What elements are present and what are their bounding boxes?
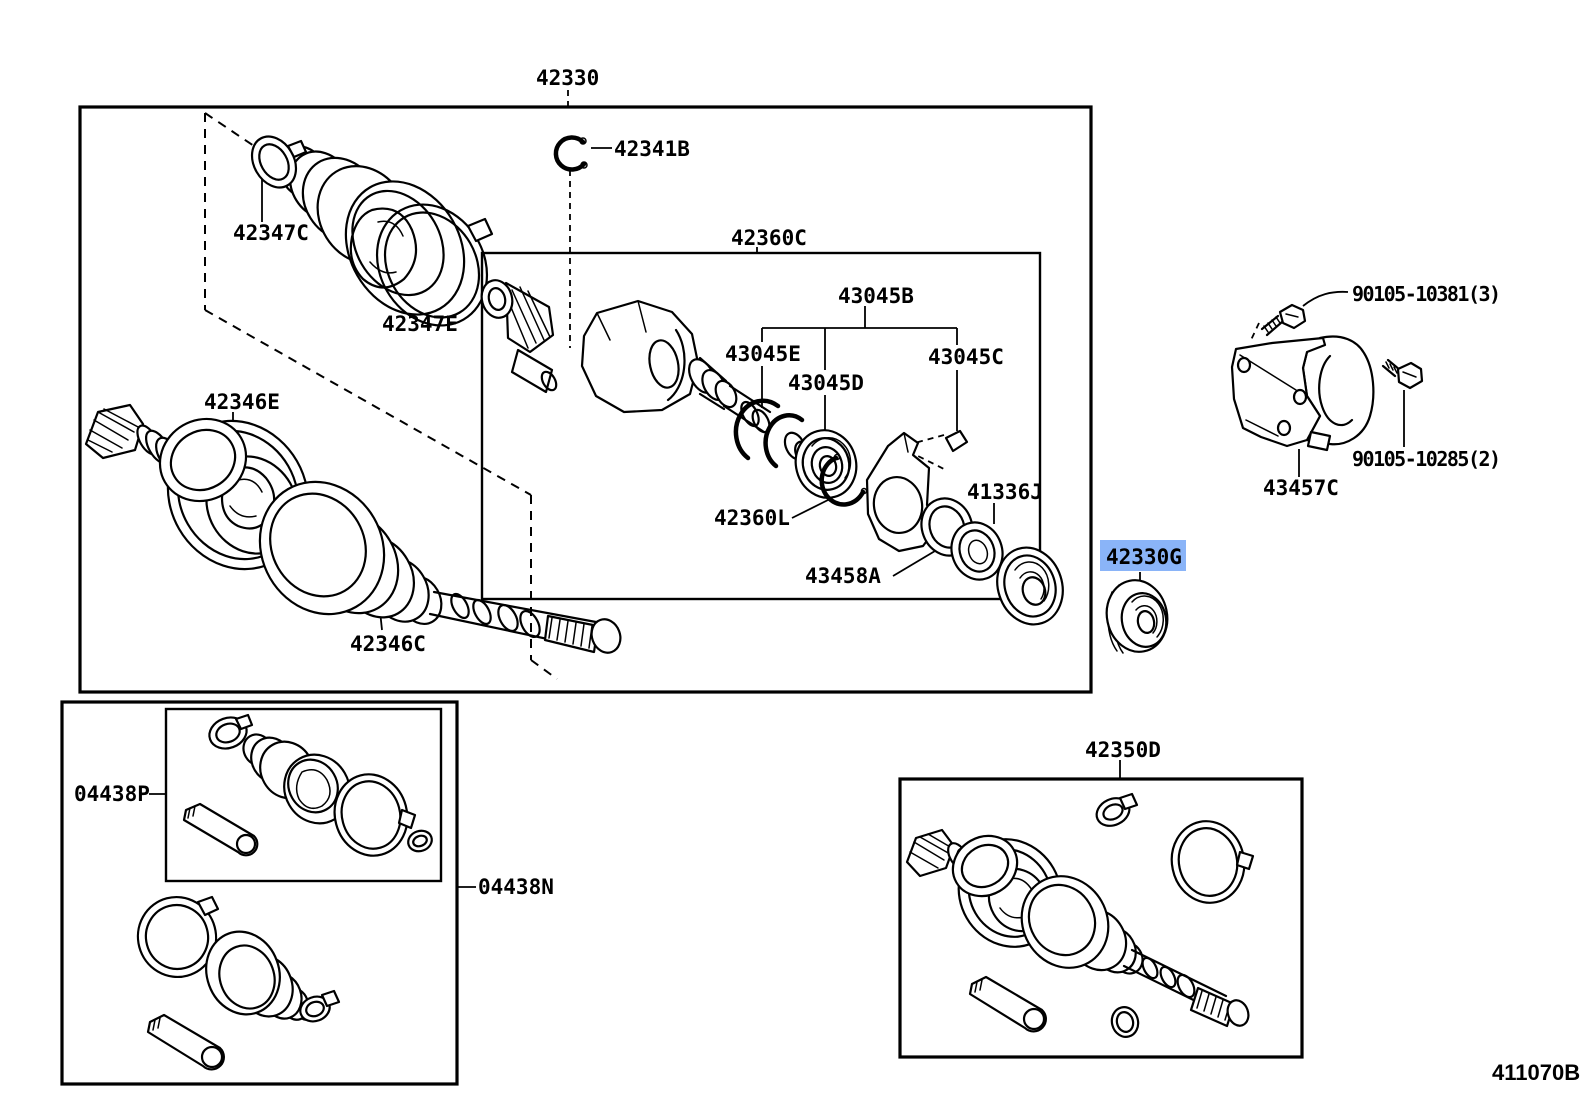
part-label-42347C[interactable]: 42347C [233, 221, 309, 245]
art-bolt-90105-10381 [1260, 303, 1307, 337]
leader-bracket-43045B [761, 306, 958, 432]
part-label-41336J[interactable]: 41336J [967, 480, 1043, 504]
leader-43458A [892, 550, 936, 577]
part-label-42330G-highlighted[interactable]: 42330G [1100, 540, 1186, 571]
art-clip-43045C [944, 429, 969, 453]
part-label-42360L[interactable]: 42360L [714, 506, 790, 530]
dashed-bolt-leader [1250, 322, 1260, 341]
dashed-bottom-diagonal [204, 309, 532, 496]
leader-90105-10381 [1302, 290, 1349, 307]
art-driveshaft-42346 [84, 403, 622, 654]
assembly-box-42330 [78, 105, 1093, 694]
part-label-43045D[interactable]: 43045D [788, 371, 864, 395]
highlight-42330G [1100, 540, 1186, 571]
part-label-42350D[interactable]: 42350D [1085, 738, 1161, 762]
art-bolt-90105-10285 [1381, 358, 1424, 390]
leader-42360L [791, 497, 833, 519]
part-label-04438N[interactable]: 04438N [478, 875, 554, 899]
part-label-42330G[interactable]: 42330G [1106, 545, 1182, 569]
part-label-42330[interactable]: 42330 [536, 66, 599, 90]
art-boot-assembly-42347 [250, 135, 494, 327]
part-label-04438P[interactable]: 04438P [74, 782, 150, 806]
part-labels: 42330 42341B 42347C 42347E 42360C 43045B… [74, 66, 1501, 899]
part-label-42341B[interactable]: 42341B [614, 137, 690, 161]
part-label-43045B[interactable]: 43045B [838, 284, 914, 308]
art-bracket-43457C [1230, 335, 1375, 452]
art-circlip-43045E [733, 398, 805, 469]
projection-dashed-lines [204, 112, 1260, 680]
part-label-43458A[interactable]: 43458A [805, 564, 881, 588]
kit-box-04438P [164, 707, 443, 883]
part-label-42360C[interactable]: 42360C [731, 226, 807, 250]
art-driveshaft-42350D [905, 792, 1255, 1038]
assembly-box-42350D [898, 777, 1304, 1059]
art-boot-kit-04438P [182, 713, 433, 857]
kit-box-04438N [60, 700, 459, 1086]
dashed-corner-diagonal [530, 659, 558, 680]
art-inner-joint-housing [580, 299, 772, 434]
assembly-box-42360C [480, 251, 1042, 601]
part-label-43457C[interactable]: 43457C [1263, 476, 1339, 500]
art-boot-kit-04438N [136, 895, 341, 1071]
part-label-43045C[interactable]: 43045C [928, 345, 1004, 369]
part-label-43045E[interactable]: 43045E [725, 342, 801, 366]
art-seal-41336J [950, 521, 1064, 626]
art-tripod-joint [480, 279, 558, 394]
part-label-42347E[interactable]: 42347E [382, 312, 458, 336]
part-label-90105-10381[interactable]: 90105-10381(3) [1352, 282, 1501, 306]
art-seal-42330G [1105, 579, 1169, 654]
dashed-top-diagonal [204, 112, 255, 147]
part-label-42346C[interactable]: 42346C [350, 632, 426, 656]
art-snapring-42341B [553, 135, 588, 172]
part-label-42346E[interactable]: 42346E [204, 390, 280, 414]
figure-code: 411070B [1492, 1060, 1580, 1085]
part-label-90105-10285[interactable]: 90105-10285(2) [1352, 447, 1501, 471]
